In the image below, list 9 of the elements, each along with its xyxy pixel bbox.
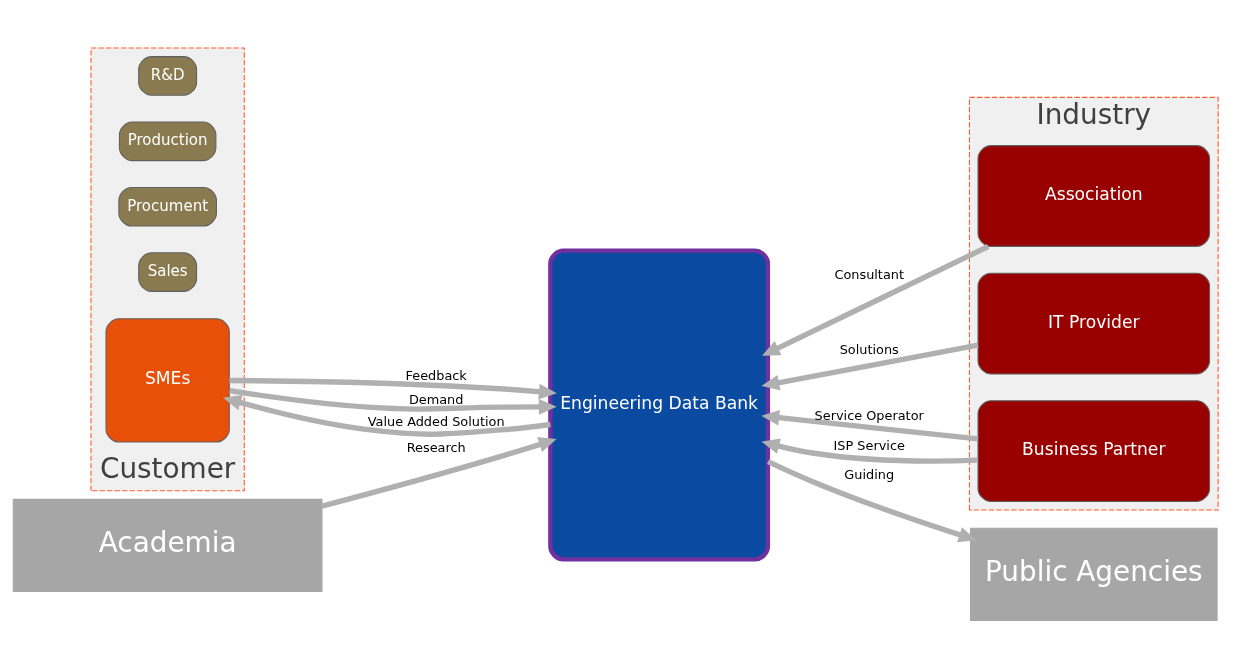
edge-label: Research bbox=[406, 439, 466, 455]
edge-label: ISP Service bbox=[833, 437, 905, 453]
edge-label: Service Operator bbox=[814, 407, 924, 423]
edge-label: Feedback bbox=[405, 367, 467, 383]
edge-label: Solutions bbox=[839, 342, 899, 358]
edge-label: Guiding bbox=[843, 466, 894, 482]
edge-label: Consultant bbox=[833, 267, 904, 283]
edge-label: Demand bbox=[408, 391, 463, 407]
edge-label: Value Added Solution bbox=[367, 414, 505, 430]
